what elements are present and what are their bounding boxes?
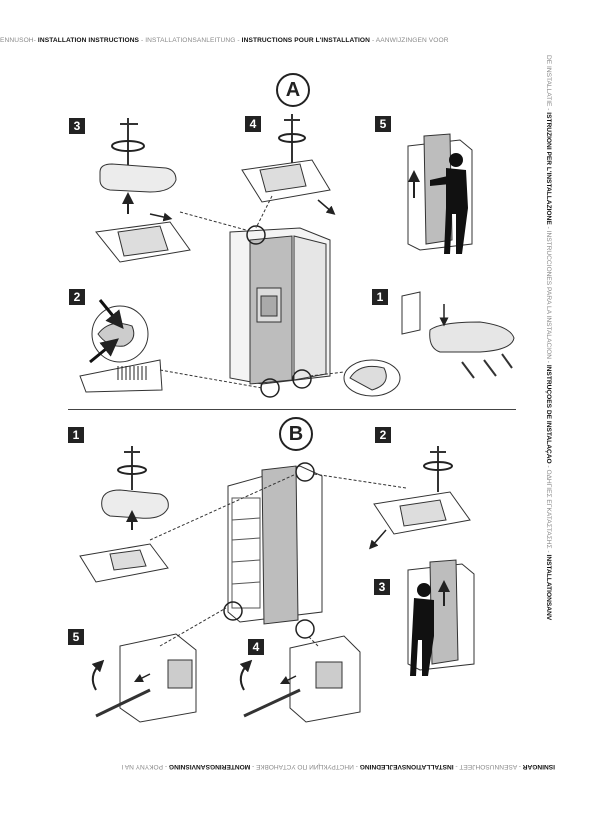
step-a-5: 5 (375, 116, 391, 132)
side-seg4: INSTRUÇÕES DE INSTALAÇÃO (545, 364, 552, 464)
section-a-label: A (276, 73, 310, 107)
header-languages: ENNUSOH- INSTALLATION INSTRUCTIONS - INS… (0, 37, 593, 49)
step-a-4: 4 (245, 116, 261, 132)
side-seg5: - ΟΔΗΓΙΕΣ ΕΓΚΑΤΑΣΤΑΣΗΣ - (545, 465, 552, 555)
header-seg4: INSTRUCTIONS POUR L'INSTALLATION (241, 37, 370, 44)
side-seg1: DE INSTALLATIE - (545, 55, 552, 113)
screw-icon (461, 353, 513, 379)
step-b-2: 2 (375, 427, 391, 443)
step-b-1: 1 (68, 427, 84, 443)
side-seg2: ISTRUZIONI PER L'INSTALLAZIONE (545, 112, 552, 225)
step-b-5: 5 (68, 629, 84, 645)
step-b-3: 3 (374, 579, 390, 595)
step-a-3: 3 (69, 118, 85, 134)
person-lifting-icon (430, 153, 468, 254)
step-a-2: 2 (69, 289, 85, 305)
header-seg1: ENNUSOH- (0, 37, 36, 44)
section-b-label: B (279, 417, 313, 451)
side-languages: DE INSTALLATIE - ISTRUZIONI PER L'INSTAL… (540, 55, 552, 755)
rotate-arrow-icon (111, 140, 145, 152)
step-b-4: 4 (248, 639, 264, 655)
side-seg3: - INSTRUCCIONES PARA LA INSTALACIÓN - (545, 226, 552, 365)
hinge-cover-icon (99, 163, 177, 193)
side-seg6: INSTALLATIONSANV (545, 554, 552, 621)
fridge-icon (229, 227, 331, 385)
header-seg5: - AANWIJZINGEN VOOR (371, 37, 449, 44)
step-a-1: 1 (372, 289, 388, 305)
allen-key-icon (120, 118, 138, 168)
header-seg2: INSTALLATION INSTRUCTIONS (37, 37, 140, 44)
section-divider (68, 409, 516, 410)
header-seg3: - INSTALLATIONSANLEITUNG - (141, 37, 240, 44)
